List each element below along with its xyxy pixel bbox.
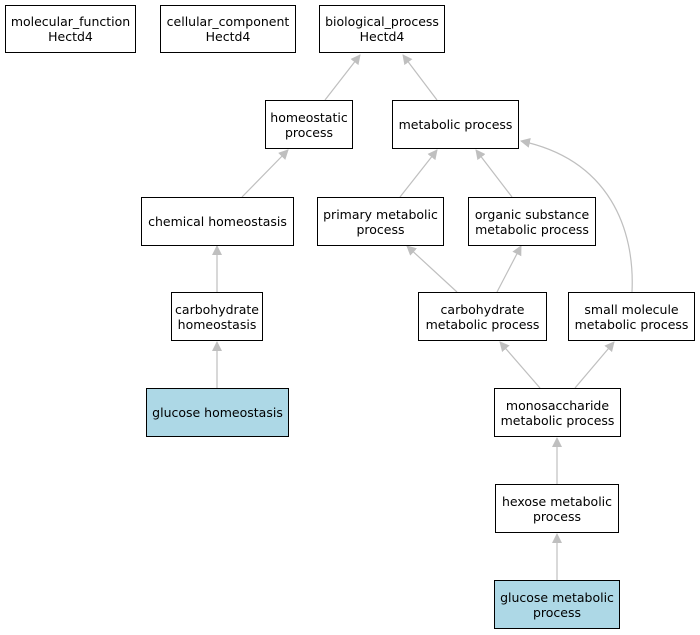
node-label-line2: Hectd4	[205, 29, 251, 44]
node-label-line2: Hectd4	[48, 29, 93, 44]
node-homeostatic-process[interactable]: homeostatic process	[265, 100, 353, 149]
edge-metabolic-to-biological	[402, 54, 438, 101]
node-label-line2: metabolic process	[475, 221, 589, 237]
edge-organic-to-metabolic	[475, 149, 513, 198]
node-label-line2: Hectd4	[359, 29, 405, 44]
edge-monosaccharide-to-small	[574, 341, 615, 389]
node-label-line1: biological_process	[325, 14, 439, 29]
node-label-line2: homeostasis	[177, 316, 257, 332]
node-metabolic-process[interactable]: metabolic process	[392, 100, 519, 149]
node-monosaccharide-metabolic-process[interactable]: monosaccharide metabolic process	[494, 388, 621, 437]
edge-small-molecule-to-metabolic	[520, 137, 633, 293]
edge-monosaccharide-to-carb	[499, 341, 541, 389]
node-glucose-metabolic-process[interactable]: glucose metabolic process	[494, 580, 620, 629]
node-label-line1: small molecule	[584, 301, 679, 317]
node-label-line1: homeostatic	[270, 109, 348, 125]
node-hexose-metabolic-process[interactable]: hexose metabolic process	[495, 484, 619, 533]
node-label-line1: chemical homeostasis	[148, 214, 287, 229]
node-label-line2: process	[284, 124, 334, 140]
node-label-line1: organic substance	[474, 206, 590, 222]
node-cellular-component[interactable]: cellular_component Hectd4	[160, 5, 296, 53]
node-label-line2: process	[356, 221, 405, 237]
node-glucose-homeostasis[interactable]: glucose homeostasis	[146, 388, 289, 437]
node-label-line2: metabolic process	[574, 316, 689, 332]
node-carbohydrate-homeostasis[interactable]: carbohydrate homeostasis	[171, 292, 263, 341]
node-label-line1: carbohydrate	[175, 301, 259, 317]
node-label-line1: molecular_function	[10, 14, 131, 29]
edge-primary-to-metabolic	[399, 149, 438, 198]
edge-carb-metabolic-to-primary	[406, 245, 458, 293]
node-small-molecule-metabolic-process[interactable]: small molecule metabolic process	[568, 292, 695, 341]
edge-homeostatic-to-biological	[324, 54, 361, 101]
node-label-line1: cellular_component	[166, 14, 290, 29]
node-label-line2: process	[532, 508, 582, 524]
node-chemical-homeostasis[interactable]: chemical homeostasis	[141, 197, 294, 246]
node-label-line1: glucose metabolic	[500, 589, 614, 605]
node-label-line1: metabolic process	[398, 117, 513, 132]
node-label-line1: glucose homeostasis	[152, 405, 283, 420]
node-label-line1: carbohydrate	[440, 301, 525, 317]
node-molecular-function[interactable]: molecular_function Hectd4	[5, 5, 136, 53]
node-primary-metabolic-process[interactable]: primary metabolic process	[317, 197, 444, 246]
node-label-line1: hexose metabolic	[501, 493, 613, 509]
edge-chemical-to-homeostatic	[241, 149, 289, 198]
node-label-line2: metabolic process	[425, 316, 540, 332]
node-organic-substance-metabolic-process[interactable]: organic substance metabolic process	[468, 197, 596, 246]
node-label-line2: process	[532, 604, 582, 620]
node-label-line2: metabolic process	[500, 412, 615, 428]
node-label-line1: primary metabolic	[323, 206, 438, 222]
node-carbohydrate-metabolic-process[interactable]: carbohydrate metabolic process	[418, 292, 547, 341]
node-biological-process[interactable]: biological_process Hectd4	[319, 5, 445, 53]
edge-carb-metabolic-to-organic	[496, 245, 522, 293]
node-label-line1: monosaccharide	[505, 397, 610, 413]
